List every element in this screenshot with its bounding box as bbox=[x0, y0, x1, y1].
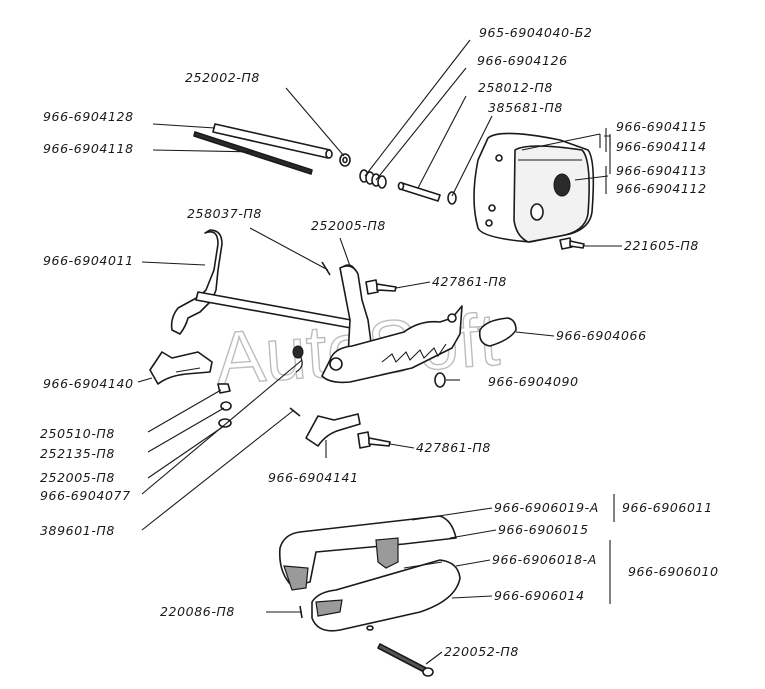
pin-part bbox=[397, 181, 441, 202]
group-brackets bbox=[605, 128, 615, 604]
label-966-6904113: 966-6904113 bbox=[616, 163, 707, 178]
handle-grip-part bbox=[478, 317, 517, 347]
cotter-389601-part bbox=[289, 407, 301, 417]
washer-small-part bbox=[447, 191, 457, 205]
label-966-6906018-a: 966-6906018-А bbox=[492, 552, 597, 567]
label-252005-p8-top: 252005-П8 bbox=[311, 218, 386, 233]
label-252002-p8: 252002-П8 bbox=[185, 70, 260, 85]
label-966-6906015: 966-6906015 bbox=[498, 522, 589, 537]
part-labels: 965-6904040-Б2 966-6904126 258012-П8 385… bbox=[40, 25, 719, 659]
label-427861-p8-bottom: 427861-П8 bbox=[416, 440, 491, 455]
coil-spring-part bbox=[292, 345, 304, 373]
label-966-6904077: 966-6904077 bbox=[40, 488, 131, 503]
label-966-6904128: 966-6904128 bbox=[43, 109, 134, 124]
label-966-6906014: 966-6906014 bbox=[494, 588, 585, 603]
label-966-6904066: 966-6904066 bbox=[556, 328, 647, 343]
bracket-plate-part bbox=[473, 132, 595, 243]
label-258012-p8: 258012-П8 bbox=[478, 80, 553, 95]
label-427861-p8-top: 427861-П8 bbox=[432, 274, 507, 289]
washer-252005b-part bbox=[218, 418, 232, 428]
label-966-6904126: 966-6904126 bbox=[477, 53, 568, 68]
label-966-6904112: 966-6904112 bbox=[616, 181, 707, 196]
bolt-427861-part bbox=[365, 279, 397, 295]
nut-part bbox=[217, 383, 231, 394]
ratchet-plate-part bbox=[321, 305, 463, 384]
thin-rod-part bbox=[193, 131, 313, 175]
label-966-6906011: 966-6906011 bbox=[622, 500, 713, 515]
label-389601-p8: 389601-П8 bbox=[40, 523, 115, 538]
bolt-427861b-part bbox=[357, 431, 391, 449]
label-220086-p8: 220086-П8 bbox=[160, 604, 235, 619]
rod-part bbox=[212, 123, 333, 159]
bracket-left-part bbox=[149, 351, 213, 385]
lever-frame-part bbox=[170, 229, 373, 361]
spring-part bbox=[359, 169, 387, 189]
bracket-right-part bbox=[305, 413, 361, 447]
label-252005-p8-bottom: 252005-П8 bbox=[40, 470, 115, 485]
stop-part bbox=[434, 372, 446, 388]
label-966-6904114: 966-6904114 bbox=[616, 139, 707, 154]
label-252135-p8: 252135-П8 bbox=[40, 446, 115, 461]
label-258037-p8: 258037-П8 bbox=[187, 206, 262, 221]
leader-lines bbox=[137, 39, 622, 665]
label-965-6904040-b2: 965-6904040-Б2 bbox=[479, 25, 592, 40]
armrest-lower-part bbox=[311, 559, 461, 632]
label-250510-p8: 250510-П8 bbox=[40, 426, 115, 441]
label-966-6904140: 966-6904140 bbox=[43, 376, 134, 391]
bolt-part bbox=[559, 237, 585, 250]
long-screw-part bbox=[377, 643, 434, 677]
label-966-6904141: 966-6904141 bbox=[268, 470, 359, 485]
label-385681-p8: 385681-П8 bbox=[488, 100, 563, 115]
label-966-6904090: 966-6904090 bbox=[488, 374, 579, 389]
label-966-6904115: 966-6904115 bbox=[616, 119, 707, 134]
washer-part bbox=[339, 153, 351, 167]
label-220052-p8: 220052-П8 bbox=[444, 644, 519, 659]
label-966-6906010: 966-6906010 bbox=[628, 564, 719, 579]
label-966-6904011: 966-6904011 bbox=[43, 253, 134, 268]
label-221605-p8: 221605-П8 bbox=[624, 238, 699, 253]
armrest-upper-part bbox=[278, 515, 457, 591]
label-966-6904118: 966-6904118 bbox=[43, 141, 134, 156]
label-966-6906019-a: 966-6906019-А bbox=[494, 500, 599, 515]
